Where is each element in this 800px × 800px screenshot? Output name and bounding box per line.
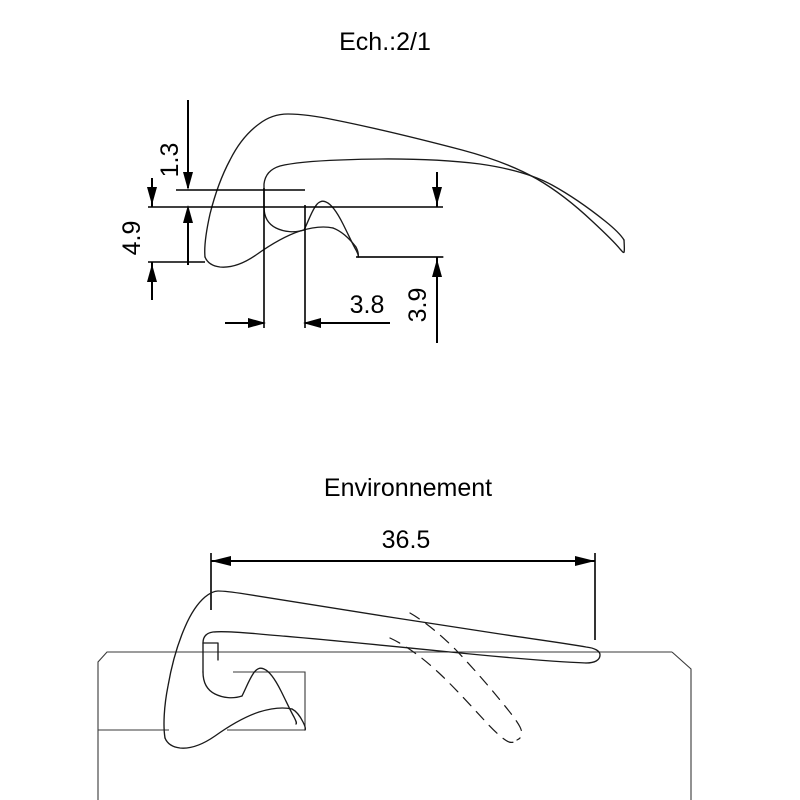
- dimension-4-9: 4.9: [118, 178, 157, 300]
- dim-3-8-arrow-left: [248, 318, 266, 328]
- scale-title: Ech.:2/1: [339, 28, 431, 56]
- dim-1-3-arrow-up: [183, 205, 193, 223]
- dimension-3-9: 3.9: [404, 172, 442, 343]
- environment-title: Environnement: [324, 474, 492, 502]
- upper-view-group: Ech.:2/1: [118, 28, 626, 343]
- dimension-3-8: 3.8: [225, 291, 390, 328]
- dimension-1-3: 1.3: [156, 100, 193, 265]
- upper-vertical-ext-lines: [263, 188, 306, 328]
- dim-3-8-value: 3.8: [350, 291, 385, 319]
- upper-reference-lines: [148, 189, 443, 263]
- deflected-lip-hidden-lines: [389, 612, 523, 743]
- environment-seal-outline: [163, 590, 601, 749]
- lower-view-group: Environnement 36.5: [97, 474, 692, 800]
- dim-1-3-value: 1.3: [156, 143, 184, 178]
- dim-3-9-value: 3.9: [404, 288, 432, 323]
- dim-4-9-arrow-down: [147, 187, 157, 205]
- dim-36-5-value: 36.5: [382, 526, 431, 554]
- dim-36-5-arrow-left: [211, 556, 231, 566]
- dim-3-9-arrow-down: [432, 187, 442, 205]
- dimension-36-5: 36.5: [210, 526, 596, 640]
- dim-36-5-arrow-right: [575, 556, 595, 566]
- dim-4-9-value: 4.9: [118, 221, 146, 256]
- dim-1-3-arrow-down: [183, 172, 193, 190]
